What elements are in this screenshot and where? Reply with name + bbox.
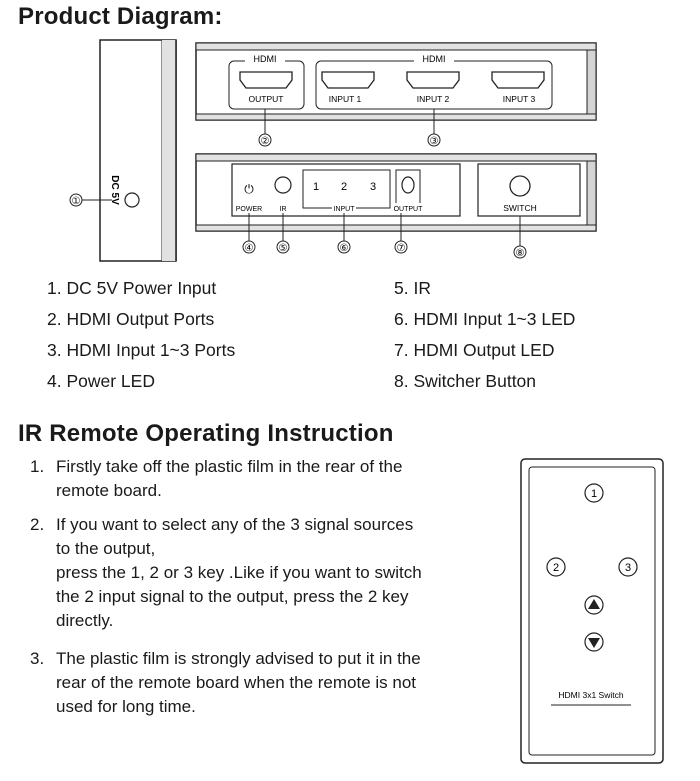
instruction-3: 3. The plastic film is strongly advised … [30, 647, 500, 719]
front-panel: ⏻ POWER IR 1 2 3 INPUT OUTPUT SWITCH ④ ⑤… [195, 153, 597, 259]
hdmi-input2-port [406, 71, 460, 89]
side-view: DC 5V ① [69, 39, 177, 262]
product-diagram: DC 5V ① HDMI OUTPUT HDMI INPUT 1 INPUT 2… [69, 39, 597, 262]
callout-2: ② [261, 136, 270, 147]
instruction-3-line-1: The plastic film is strongly advised to … [56, 649, 421, 668]
legend-item-2: 2. HDMI Output Ports [47, 309, 215, 329]
input-led-3: 3 [370, 181, 376, 193]
switch-button [509, 175, 531, 197]
instruction-1: 1. Firstly take off the plastic film in … [30, 455, 500, 503]
hdmi-input-group-label: HDMI [423, 54, 446, 64]
callout-3: ③ [430, 136, 439, 147]
instruction-3-line-3: used for long time. [56, 697, 196, 716]
callout-6: ⑥ [340, 243, 349, 254]
port-label-output: OUTPUT [249, 94, 284, 104]
hdmi-input3-port [491, 71, 545, 89]
callout-4: ④ [245, 243, 254, 254]
dc5v-label: DC 5V [109, 175, 120, 205]
legend-item-5: 5. IR [394, 278, 431, 298]
callout-5: ⑤ [279, 243, 288, 254]
ir-remote: 1 2 3 HDMI 3x1 Switch [520, 458, 664, 764]
legend-item-7: 7. HDMI Output LED [394, 340, 555, 360]
hdmi-output-port [239, 71, 293, 89]
instruction-2-line-3: press the 1, 2 or 3 key .Like if you wan… [56, 563, 422, 582]
input-label: INPUT [334, 206, 356, 213]
remote-key-3-label: 3 [625, 562, 631, 574]
remote-key-3 [618, 557, 638, 577]
instruction-3-number: 3. [30, 649, 45, 668]
remote-label: HDMI 3x1 Switch [558, 690, 623, 700]
callout-8: ⑧ [516, 248, 525, 259]
remote-key-1 [584, 483, 604, 503]
ir-receiver [274, 176, 292, 194]
legend-item-1: 1. DC 5V Power Input [47, 278, 217, 298]
input-led-2: 2 [341, 181, 347, 193]
instruction-1-number: 1. [30, 457, 45, 476]
ir-label: IR [280, 206, 287, 213]
back-panel: HDMI OUTPUT HDMI INPUT 1 INPUT 2 INPUT 3… [195, 42, 597, 147]
instruction-2-number: 2. [30, 515, 45, 534]
legend-item-3: 3. HDMI Input 1~3 Ports [47, 340, 236, 360]
power-label: POWER [236, 206, 262, 213]
callout-1: ① [72, 196, 81, 207]
product-diagram-heading: Product Diagram: [18, 3, 223, 30]
instruction-3-line-2: rear of the remote board when the remote… [56, 673, 417, 692]
instruction-2-line-2: to the output, [56, 539, 156, 558]
remote-key-1-label: 1 [591, 488, 597, 500]
instruction-2-line-1: If you want to select any of the 3 signa… [56, 515, 414, 534]
power-icon: ⏻ [244, 182, 254, 196]
port-label-input1: INPUT 1 [329, 94, 362, 104]
instruction-2-line-4: the 2 input signal to the output, press … [56, 587, 409, 606]
dc-jack [124, 192, 140, 208]
port-label-input2: INPUT 2 [417, 94, 450, 104]
remote-key-2-label: 2 [553, 562, 559, 574]
hdmi-output-group-label: HDMI [254, 54, 277, 64]
legend-item-6: 6. HDMI Input 1~3 LED [394, 309, 576, 329]
callout-7: ⑦ [397, 243, 406, 254]
legend-item-4: 4. Power LED [47, 371, 155, 391]
instruction-1-line-2: remote board. [56, 481, 162, 500]
output-led [401, 176, 415, 194]
ir-remote-heading: IR Remote Operating Instruction [18, 420, 394, 447]
remote-key-2 [546, 557, 566, 577]
input-led-1: 1 [313, 181, 319, 193]
legend-item-8: 8. Switcher Button [394, 371, 537, 391]
instruction-2-line-5: directly. [56, 611, 114, 630]
switch-label: SWITCH [503, 203, 537, 213]
instruction-2: 2. If you want to select any of the 3 si… [30, 513, 500, 633]
output-label: OUTPUT [394, 206, 424, 213]
hdmi-input1-port [321, 71, 375, 89]
port-label-input3: INPUT 3 [503, 94, 536, 104]
instruction-1-line-1: Firstly take off the plastic film in the… [56, 457, 403, 476]
